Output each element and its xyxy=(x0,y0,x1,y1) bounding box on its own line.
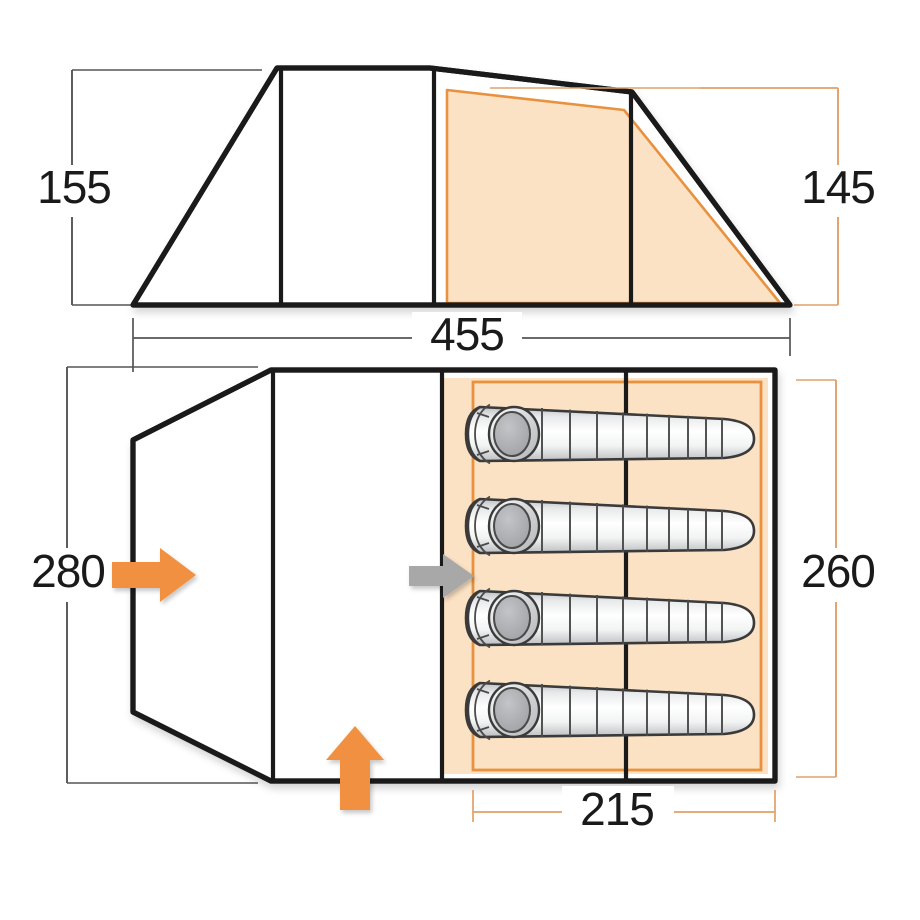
elevation-panel-seams xyxy=(278,69,634,304)
floor-plan-view: 280 260 xyxy=(16,366,890,810)
dimension-260: 260 xyxy=(790,379,890,778)
dimension-260-label: 260 xyxy=(801,545,875,597)
dimension-280-label: 280 xyxy=(31,545,105,597)
dimension-455-label: 455 xyxy=(430,308,504,360)
dimension-215-label: 215 xyxy=(580,783,654,835)
dimension-155-label: 155 xyxy=(37,161,111,213)
side-elevation-view: 155 145 xyxy=(28,65,888,308)
dimension-215: 215 xyxy=(472,783,776,840)
dimension-155: 155 xyxy=(28,69,262,306)
dimension-455: 455 xyxy=(132,308,791,372)
entrance-arrow-bedroom xyxy=(409,554,474,598)
dimension-145-label: 145 xyxy=(801,161,875,213)
entrance-arrow-side xyxy=(326,726,384,810)
entrance-arrow-front xyxy=(112,548,196,602)
dimension-280: 280 xyxy=(16,366,258,784)
